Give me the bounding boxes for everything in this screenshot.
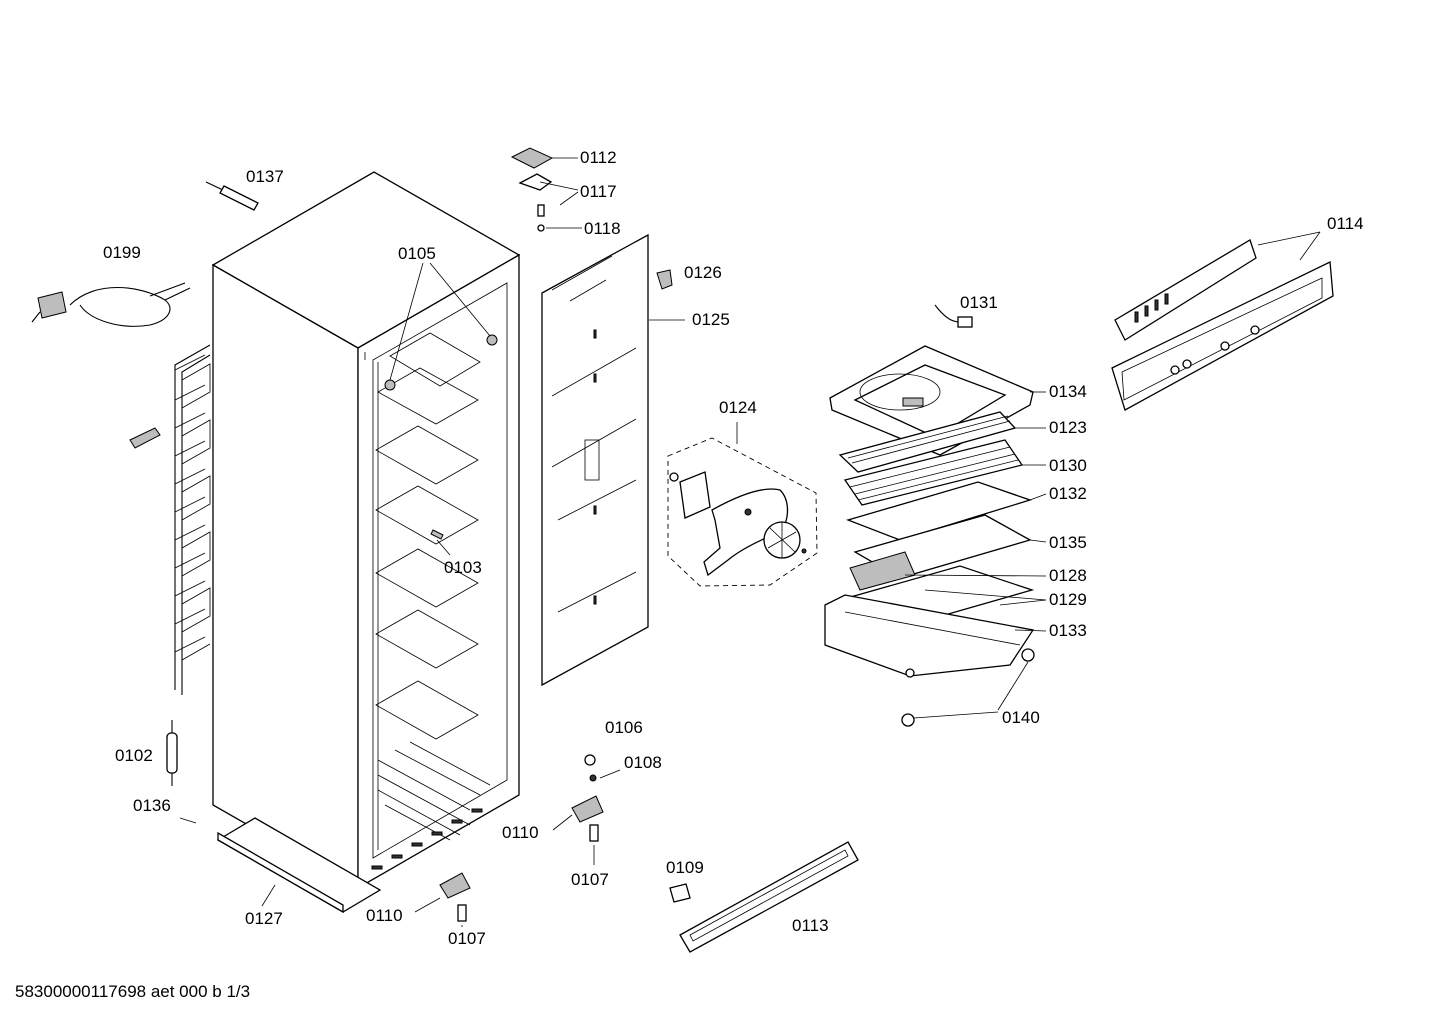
- label-0125: 0125: [692, 310, 730, 329]
- top-hinge-parts: [510, 147, 554, 232]
- clip-0126: [656, 269, 673, 290]
- label-0140: 0140: [1002, 708, 1040, 727]
- leader-lines: [179, 157, 1321, 927]
- label-0108: 0108: [624, 753, 662, 772]
- drain-hose: [192, 807, 205, 861]
- label-0110-left: 0110: [366, 906, 403, 925]
- label-0112: 0112: [580, 148, 617, 167]
- rear-panel: [541, 233, 649, 687]
- label-0133: 0133: [1049, 621, 1087, 640]
- filter-dryer: [166, 720, 178, 786]
- label-0106: 0106: [605, 718, 643, 737]
- label-0118: 0118: [584, 219, 621, 238]
- label-0131: 0131: [960, 293, 998, 312]
- label-0110-right: 0110: [502, 823, 539, 842]
- label-0103: 0103: [444, 558, 482, 577]
- label-0113: 0113: [792, 916, 829, 935]
- label-0107-left: 0107: [448, 929, 486, 948]
- label-0102: 0102: [115, 746, 153, 765]
- label-0105: 0105: [398, 244, 436, 263]
- label-0130: 0130: [1049, 456, 1087, 475]
- lower-hinge-left: [439, 872, 471, 922]
- label-0137: 0137: [246, 167, 284, 186]
- label-0134: 0134: [1049, 382, 1087, 401]
- label-0199: 0199: [103, 243, 141, 262]
- document-reference: 58300000117698 aet 000 b 1/3: [15, 982, 251, 1001]
- cabinet-body: [211, 171, 521, 890]
- label-0126: 0126: [684, 263, 722, 282]
- label-0107-right: 0107: [571, 870, 609, 889]
- condenser-coil: [129, 344, 211, 695]
- label-0136: 0136: [133, 796, 171, 815]
- base-plate: [216, 817, 382, 914]
- label-0127: 0127: [245, 909, 283, 928]
- control-panel: [1111, 239, 1334, 411]
- door-handle-0113: [679, 841, 859, 953]
- label-0135: 0135: [1049, 533, 1087, 552]
- label-0117: 0117: [580, 182, 617, 201]
- label-0123: 0123: [1049, 418, 1087, 437]
- label-0109: 0109: [666, 858, 704, 877]
- label-0129: 0129: [1049, 590, 1087, 609]
- sensor-probe: [205, 181, 259, 211]
- drip-tray-0133: [824, 594, 1035, 678]
- power-cord: [31, 282, 191, 327]
- label-0132: 0132: [1049, 484, 1087, 503]
- label-0128: 0128: [1049, 566, 1087, 585]
- lower-hinge-right: [571, 754, 604, 842]
- pad-0109: [669, 883, 691, 903]
- label-0124: 0124: [719, 398, 757, 417]
- sensor-wire-0131: [934, 304, 973, 328]
- screws-0140: [901, 648, 1035, 727]
- fan-assembly: [667, 437, 818, 587]
- label-0114: 0114: [1327, 214, 1364, 233]
- small-clip-0103: [430, 529, 444, 540]
